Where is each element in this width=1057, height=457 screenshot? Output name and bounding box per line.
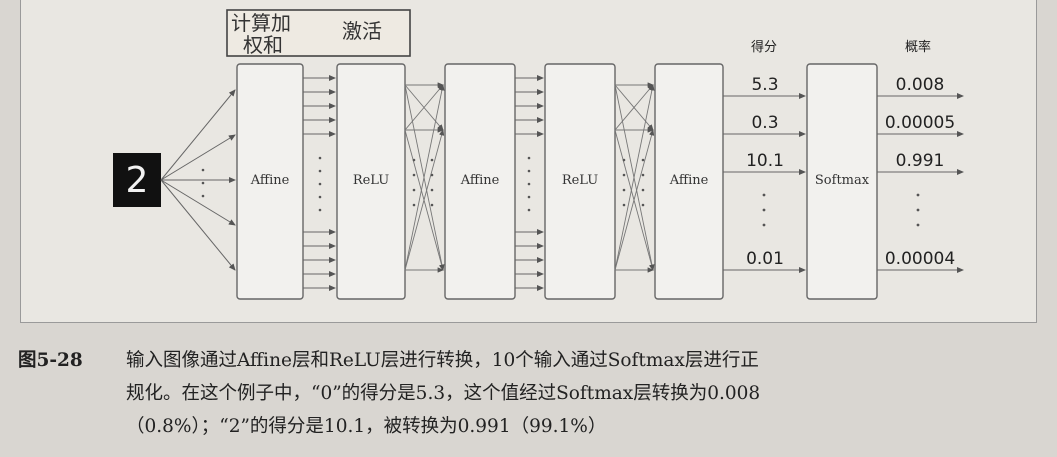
input-connections <box>160 89 236 271</box>
probability-value: 0.008 <box>896 75 945 95</box>
score-header: 得分 <box>751 39 777 55</box>
input-image <box>113 153 161 207</box>
figure-number: 图5-28 <box>18 350 83 371</box>
caption-line: 规化。在这个例子中，“0”的得分是5.3，这个值经过Softmax层转换为0.0… <box>126 383 761 404</box>
connections-affine1-relu1 <box>303 75 336 291</box>
layer-relu-1: ReLU <box>336 63 406 300</box>
layer-label: ReLU <box>562 173 598 188</box>
score-value: 0.01 <box>746 249 784 269</box>
caption-text: 输入图像通过Affine层和ReLU层进行转换，10个输入通过Softmax层进… <box>126 344 1046 443</box>
layer-label: Affine <box>250 173 290 188</box>
score-value: 0.3 <box>751 113 778 133</box>
probability-header: 概率 <box>905 39 931 55</box>
probability-value: 0.991 <box>896 151 945 171</box>
layer-softmax: Softmax <box>806 63 878 300</box>
note-line-2: 权和 <box>243 33 283 57</box>
input-digit: 2 <box>126 160 149 201</box>
layer-label: Affine <box>460 173 500 188</box>
caption-line: （0.8%）；“2”的得分是10.1，被转换为0.991（99.1%） <box>126 416 607 437</box>
handwritten-note: 计算加 权和 激活 <box>226 9 411 57</box>
score-value: 5.3 <box>751 75 778 95</box>
layer-relu-2: ReLU <box>544 63 616 300</box>
layer-affine-2: Affine <box>444 63 516 300</box>
probability-value: 0.00005 <box>885 113 955 133</box>
layer-label: Affine <box>669 173 709 188</box>
connections-affine2-relu2 <box>515 75 544 291</box>
network-diagram: 2 计算加 权和 激活 Affine ReLU Affine <box>113 9 964 300</box>
caption-line: 输入图像通过Affine层和ReLU层进行转换，10个输入通过Softmax层进… <box>126 350 759 371</box>
layer-affine-3: Affine <box>654 63 724 300</box>
layer-label: ReLU <box>353 173 389 188</box>
connections-relu2-affine3 <box>614 82 655 273</box>
note-line-3: 激活 <box>342 19 382 43</box>
scores-column: 得分 5.3 0.3 10.1 0.01 <box>723 39 806 273</box>
layer-label: Softmax <box>815 173 870 188</box>
connections-relu1-affine2 <box>404 82 445 273</box>
layer-affine-1: Affine <box>236 63 304 300</box>
probabilities-column: 概率 0.008 0.00005 0.991 0.00004 <box>877 39 964 273</box>
note-line-1: 计算加 <box>231 11 291 35</box>
score-value: 10.1 <box>746 151 784 171</box>
probability-value: 0.00004 <box>885 249 955 269</box>
